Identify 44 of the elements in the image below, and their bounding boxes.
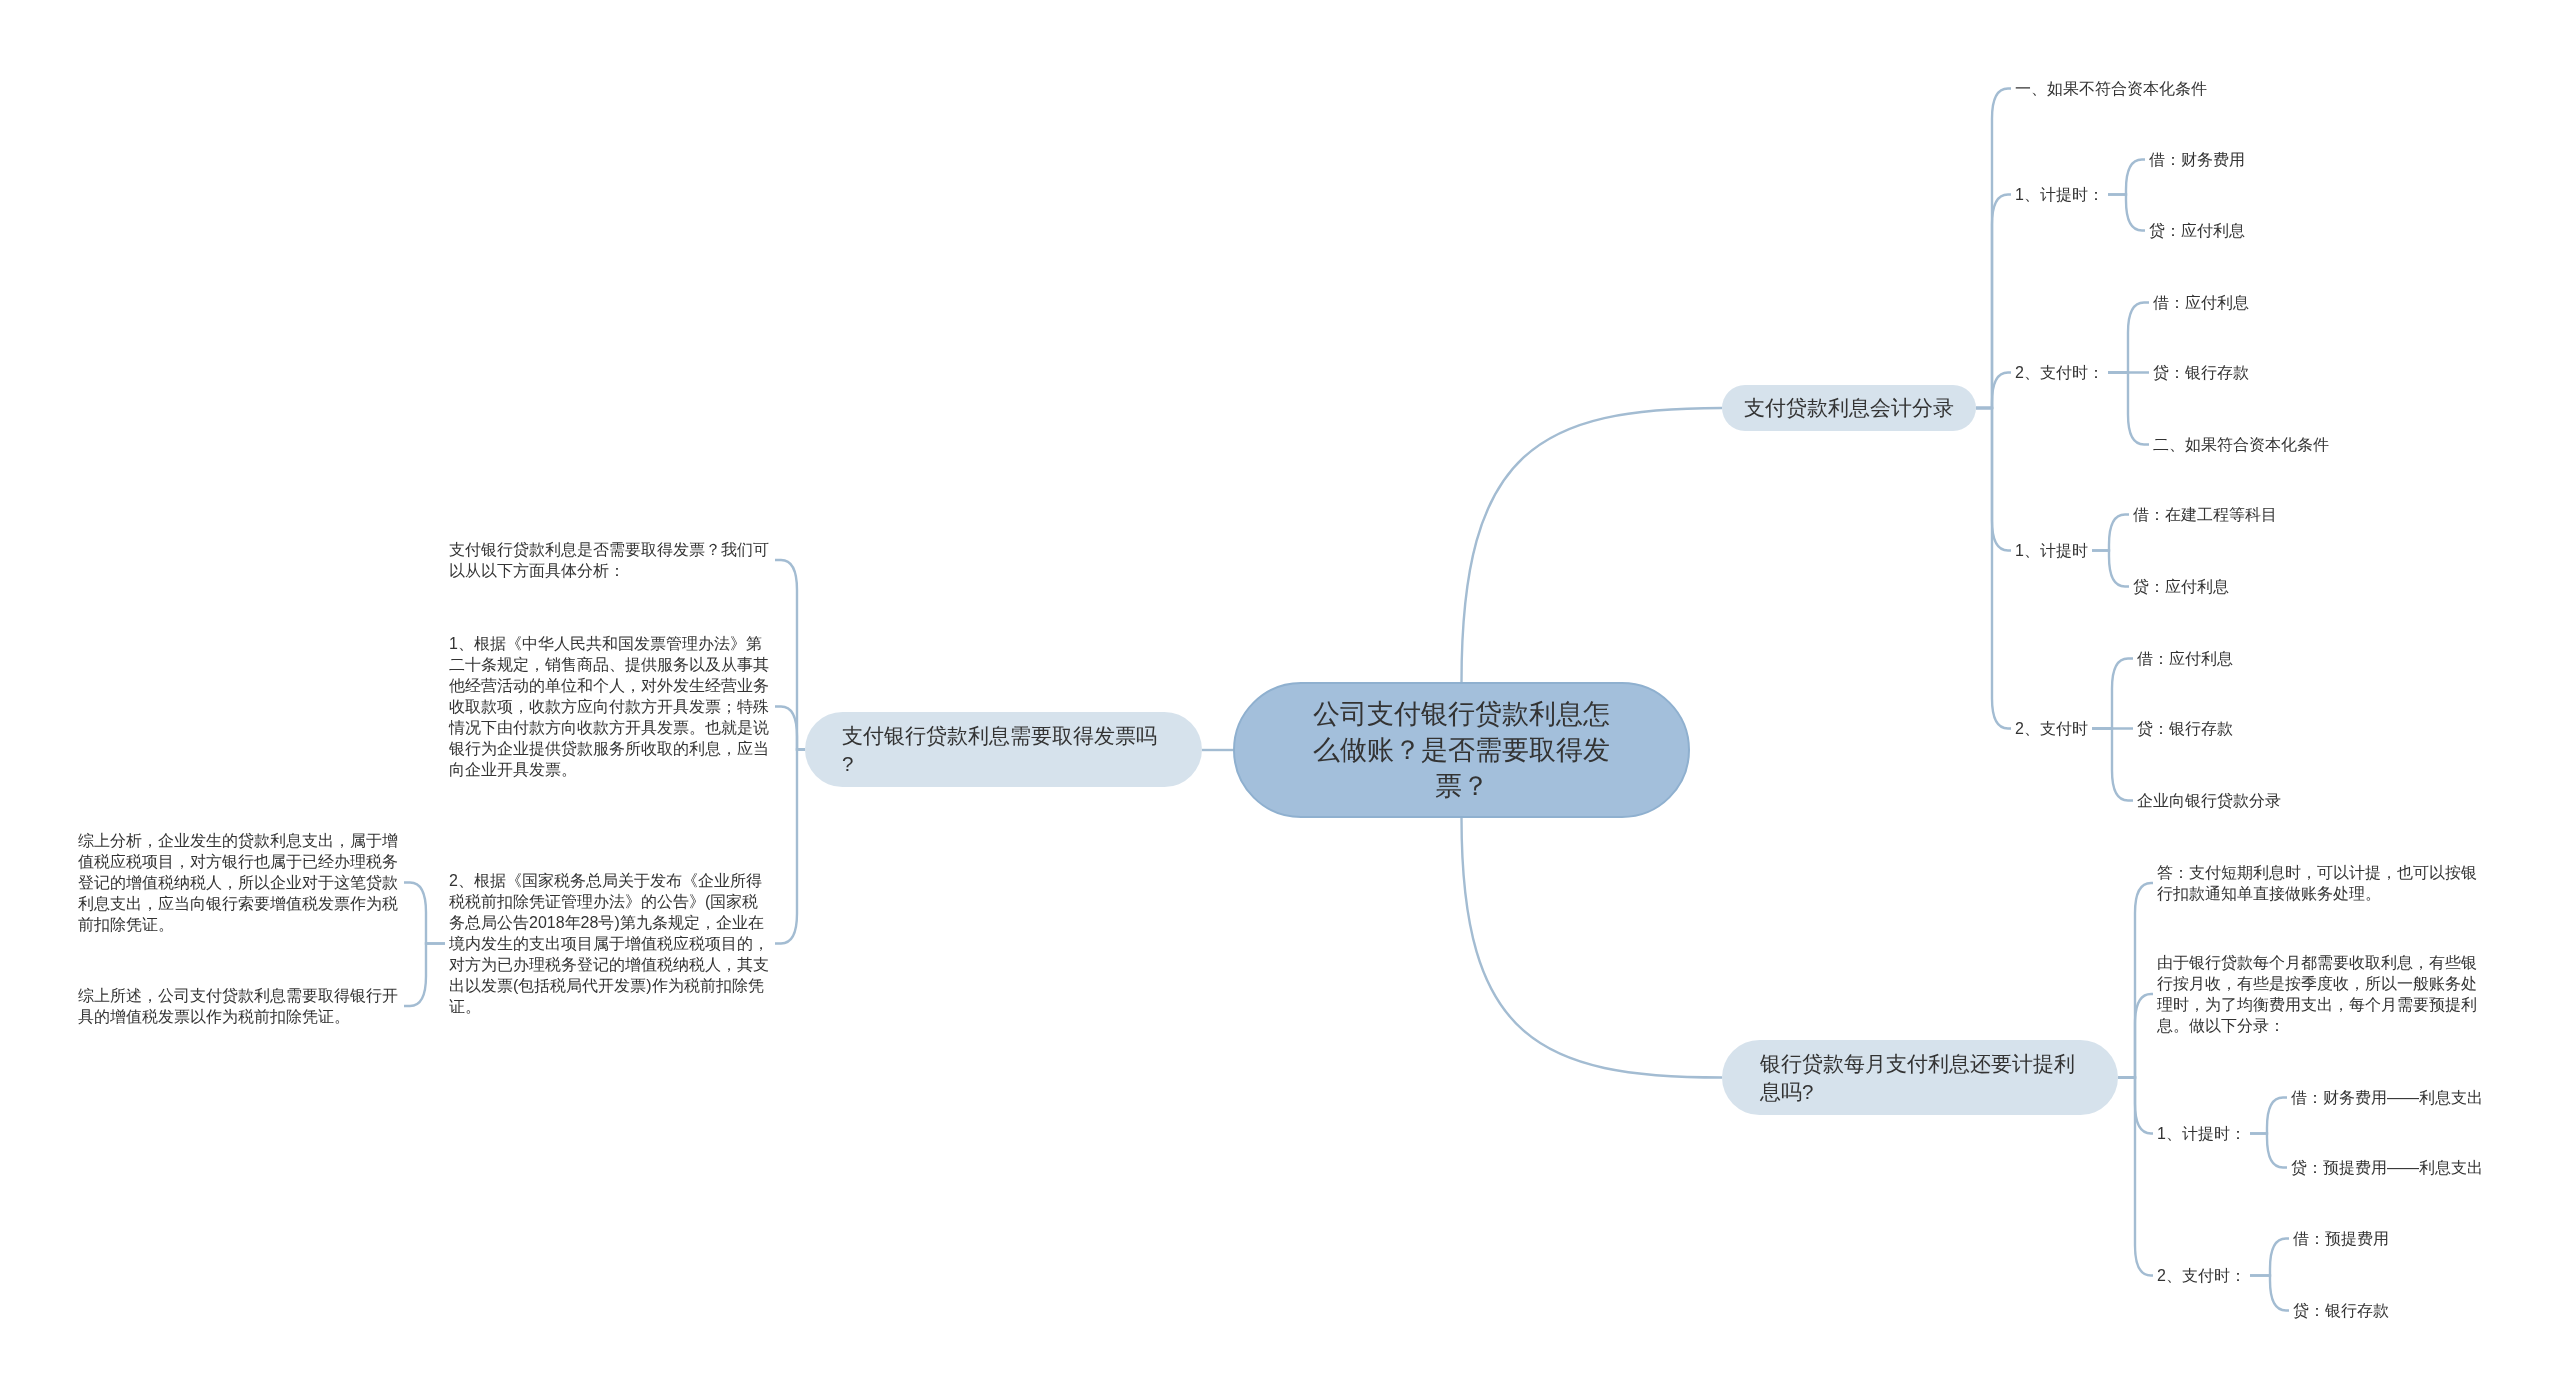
subtopic-text: 答：支付短期利息时，可以计提，也可以按银行扣款通知单直接做账务处理。: [2153, 862, 2483, 904]
connector-line: [2118, 1076, 2154, 1277]
connector-line: [2108, 193, 2145, 232]
subtopic-text: 借：应付利息: [2133, 647, 2237, 669]
subtopic-text: 一、如果不符合资本化条件: [2011, 77, 2211, 99]
main-topic: 银行贷款每月支付利息还要计提利息吗?: [1722, 1040, 2118, 1115]
connector-line: [1976, 406, 2011, 730]
connector-line: [1202, 748, 1233, 752]
subtopic-text: 1、计提时: [2011, 539, 2092, 561]
connector-line: [1460, 406, 1723, 683]
subtopic-text: 贷：应付利息: [2145, 219, 2249, 241]
subtopic-text: 贷：应付利息: [2129, 575, 2233, 597]
subtopic-text: 借：在建工程等科目: [2129, 503, 2281, 525]
subtopic-text: 贷：银行存款: [2133, 717, 2237, 739]
subtopic-text: 借：财务费用——利息支出: [2287, 1086, 2487, 1108]
main-topic: 支付贷款利息会计分录: [1722, 385, 1976, 431]
subtopic-text: 贷：银行存款: [2149, 361, 2253, 383]
central-topic: 公司支付银行贷款利息怎么做账？是否需要取得发票？: [1233, 682, 1690, 818]
subtopic-text: 借：预提费用: [2289, 1227, 2393, 1249]
subtopic-text: 支付银行贷款利息是否需要取得发票？我们可以从以下方面具体分析：: [445, 539, 775, 581]
connector-line: [2092, 727, 2133, 802]
connector-line: [404, 942, 445, 1008]
connector-line: [1460, 817, 1723, 1079]
connector-line: [2108, 371, 2149, 446]
subtopic-text: 借：财务费用: [2145, 148, 2249, 170]
subtopic-text: 2、支付时：: [2011, 361, 2108, 383]
subtopic-text: 贷：预提费用——利息支出: [2287, 1156, 2487, 1178]
connector-line: [2092, 549, 2129, 588]
subtopic-text: 1、根据《中华人民共和国发票管理办法》第二十条规定，销售商品、提供服务以及从事其他经营活动的单位和个人，对外发生经营业务收取款项，收款方应向付款方开具发票；特殊情况下由付款方向收款方开具发票。也就是说银行为企业提供贷款服务所收取的利息，应当向企业开具发票。: [445, 632, 775, 780]
subtopic-text: 企业向银行贷款分录: [2133, 789, 2285, 811]
subtopic-text: 由于银行贷款每个月都需要收取利息，有些银行按月收，有些是按季度收，所以一般账务处理时，为了均衡费用支出，每个月需要预提利息。做以下分录：: [2153, 952, 2483, 1036]
subtopic-text: 2、根据《国家税务总局关于发布《企业所得税税前扣除凭证管理办法》的公告》(国家税务总局公告2018年28号)第九条规定，企业在境内发生的支出项目属于增值税应税项目的，对方为已办理税务登记的增值税纳税人，其支出以发票(包括税局代开发票)作为税前扣除凭证。: [445, 869, 775, 1017]
main-topic: 支付银行贷款利息需要取得发票吗?: [805, 712, 1202, 787]
subtopic-text: 1、计提时：: [2011, 183, 2108, 205]
subtopic-text: 综上所述，公司支付贷款利息需要取得银行开具的增值税发票以作为税前扣除凭证。: [74, 985, 404, 1027]
subtopic-text: 2、支付时：: [2153, 1264, 2250, 1286]
connector-line: [2250, 1274, 2289, 1312]
subtopic-text: 1、计提时：: [2153, 1122, 2250, 1144]
subtopic-text: 二、如果符合资本化条件: [2149, 433, 2333, 455]
subtopic-text: 2、支付时: [2011, 717, 2092, 739]
subtopic-text: 借：应付利息: [2149, 291, 2253, 313]
subtopic-text: 综上分析，企业发生的贷款利息支出，属于增值税应税项目，对方银行也属于已经办理税务登记的增值税纳税人，所以企业对于这笔贷款利息支出，应当向银行索要增值税发票作为税前扣除凭证。: [74, 829, 404, 935]
connector-line: [2250, 1132, 2287, 1169]
subtopic-text: 贷：银行存款: [2289, 1299, 2393, 1321]
